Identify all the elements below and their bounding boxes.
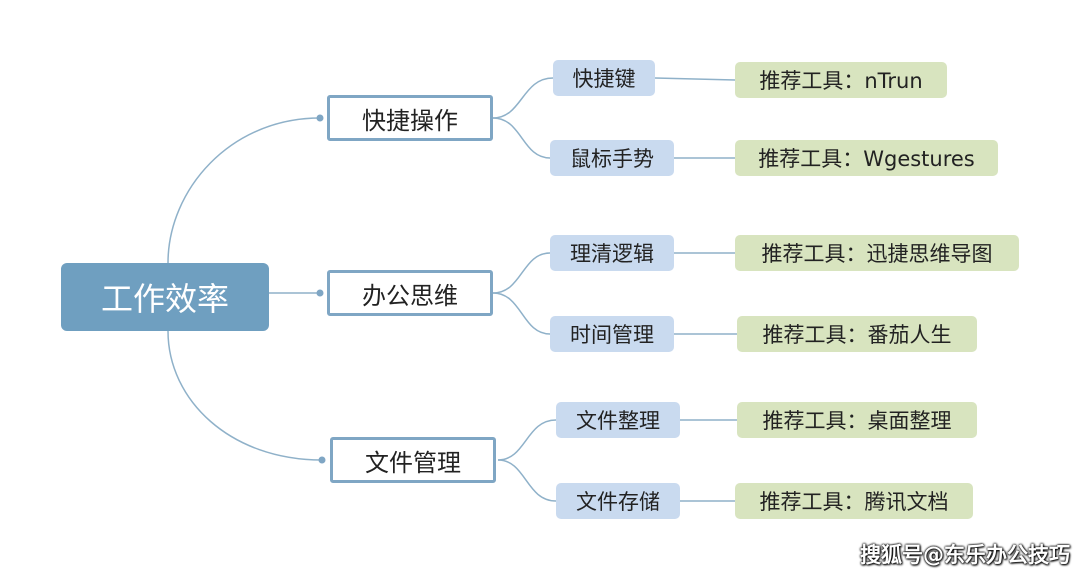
connector-leaf-tool-1 — [654, 77, 736, 81]
tool-node-desktop-organize[interactable]: 推荐工具：桌面整理 — [737, 402, 977, 438]
connector-branch-1-leaf-2 — [492, 117, 551, 159]
leaf-node-hotkeys[interactable]: 快捷键 — [553, 60, 655, 96]
leaf-node-file-storage[interactable]: 文件存储 — [556, 483, 680, 519]
connector-dot-3 — [318, 456, 326, 464]
branch-node-file-management[interactable]: 文件管理 — [330, 437, 496, 483]
branch-node-shortcuts[interactable]: 快捷操作 — [327, 95, 493, 141]
connector-branch-3-leaf-2 — [497, 459, 557, 502]
root-node[interactable]: 工作效率 — [61, 263, 269, 331]
connector-branch-2-leaf-1 — [492, 252, 551, 294]
tool-node-wgestures[interactable]: 推荐工具：Wgestures — [735, 140, 998, 176]
connector-dot-1 — [316, 114, 324, 122]
connector-branch-2-leaf-2 — [492, 292, 551, 335]
watermark-text: 搜狐号@东乐办公技巧 — [860, 543, 1070, 567]
leaf-node-time-management[interactable]: 时间管理 — [550, 316, 674, 352]
leaf-node-file-organize[interactable]: 文件整理 — [556, 402, 680, 438]
connector-branch-3-leaf-1 — [497, 419, 557, 461]
tool-node-ntrun[interactable]: 推荐工具：nTrun — [735, 62, 947, 98]
tool-node-tencent-docs[interactable]: 推荐工具：腾讯文档 — [735, 483, 973, 519]
tool-node-mindmap[interactable]: 推荐工具：迅捷思维导图 — [735, 235, 1019, 271]
branch-node-office-thinking[interactable]: 办公思维 — [327, 270, 493, 316]
leaf-node-clarify-logic[interactable]: 理清逻辑 — [550, 235, 674, 271]
tool-node-tomato-life[interactable]: 推荐工具：番茄人生 — [737, 316, 977, 352]
connector-branch-1-leaf-1 — [492, 77, 554, 119]
connector-root-branch-3 — [167, 330, 323, 461]
connector-root-branch-1 — [167, 117, 321, 264]
leaf-node-mouse-gestures[interactable]: 鼠标手势 — [550, 140, 674, 176]
connector-dot-2 — [316, 289, 324, 297]
